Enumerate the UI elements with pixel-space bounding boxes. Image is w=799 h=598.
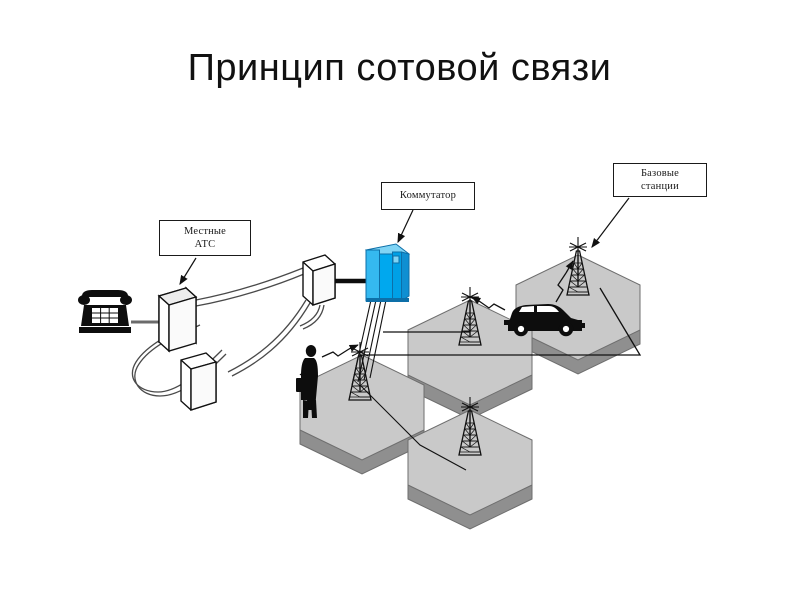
hex-cell-bottom	[407, 409, 533, 530]
label-local-pstn: Местные АТС	[159, 220, 251, 256]
hex-cell-left	[299, 354, 425, 475]
car-figure	[504, 304, 585, 337]
trunk-exchange-box	[302, 254, 336, 306]
callout-arrow-commutator	[397, 209, 414, 244]
radio-link-pedestrian	[321, 344, 359, 358]
label-base-stations-line2: станции	[641, 181, 679, 192]
label-local-pstn-line2: АТС	[194, 239, 216, 250]
page-title: Принцип сотовой связи	[187, 47, 612, 89]
label-switch: Коммутатор	[381, 182, 475, 210]
label-switch-line1: Коммутатор	[399, 190, 457, 202]
radio-link-car-center	[471, 296, 506, 311]
label-local-pstn-line1: Местные	[183, 225, 227, 237]
label-base-stations: Базовые станции	[613, 163, 707, 197]
label-base-stations-line1: Базовые	[640, 167, 680, 179]
exchange-box-1	[157, 286, 198, 353]
exchange-box-2	[180, 352, 217, 411]
radio-link-car-right	[555, 260, 574, 303]
callout-arrow-basestations	[591, 197, 630, 248]
backhaul-cables	[351, 287, 642, 471]
switch-cabinet	[364, 243, 411, 302]
hex-cell-center	[407, 299, 533, 420]
pedestrian-figure	[296, 345, 318, 418]
desk-telephone	[78, 290, 132, 333]
callout-arrow-atc	[179, 257, 197, 286]
